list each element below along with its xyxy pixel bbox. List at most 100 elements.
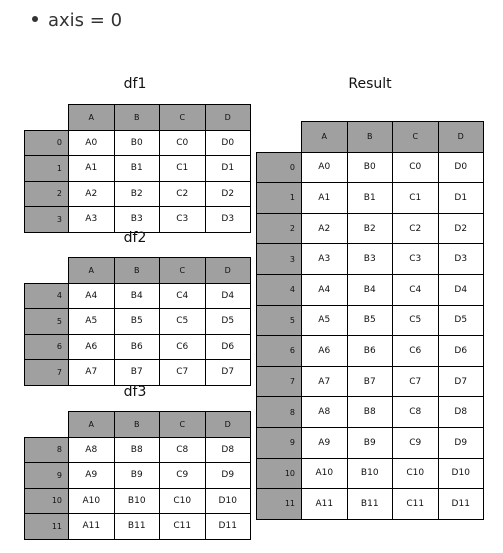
table-cell: C9 <box>392 427 439 459</box>
column-header: B <box>113 104 160 131</box>
table-cell: A1 <box>301 182 348 214</box>
table-cell: A9 <box>68 462 115 489</box>
table-cell: B11 <box>113 513 160 540</box>
table-cell: C5 <box>392 304 439 337</box>
table-cell: D4 <box>204 282 251 309</box>
table-cell: C4 <box>159 282 206 309</box>
table-cell: D11 <box>437 488 484 520</box>
table-cell: D6 <box>437 335 484 367</box>
table-cell: B5 <box>346 304 393 337</box>
result-title: Result <box>348 76 392 92</box>
table-cell: C8 <box>392 396 439 428</box>
row-index: 9 <box>256 427 302 459</box>
table-cell: A2 <box>68 180 115 207</box>
table-cell: B4 <box>346 274 393 306</box>
table-cell: B10 <box>113 487 160 514</box>
column-header: C <box>159 257 206 284</box>
table-cell: A2 <box>301 212 348 245</box>
table-cell: D2 <box>437 212 484 245</box>
table-cell: D4 <box>437 274 484 306</box>
table-cell: A5 <box>301 304 348 337</box>
column-header: A <box>68 257 115 284</box>
table-cell: A8 <box>68 436 115 463</box>
row-index: 10 <box>256 457 302 490</box>
table-cell: A3 <box>68 206 115 233</box>
row-index: 11 <box>24 513 69 540</box>
table-cell: A11 <box>68 513 115 540</box>
df2-title: df2 <box>123 230 147 246</box>
table-cell: B2 <box>113 180 160 207</box>
column-header: A <box>301 121 348 153</box>
table-cell: A4 <box>301 274 348 306</box>
table-cell: C11 <box>159 513 206 540</box>
df1-title: df1 <box>123 76 147 92</box>
table-cell: C10 <box>392 457 439 490</box>
header-corner <box>24 257 68 283</box>
row-index: 7 <box>256 365 302 398</box>
table-cell: A3 <box>301 243 348 275</box>
df3-title: df3 <box>123 384 147 400</box>
row-index: 3 <box>256 243 302 275</box>
table-cell: A5 <box>68 308 115 335</box>
table-cell: D10 <box>204 487 251 514</box>
table-cell: B3 <box>346 243 393 275</box>
table-cell: B10 <box>346 457 393 490</box>
table-cell: A7 <box>68 359 115 386</box>
table-cell: C9 <box>159 462 206 489</box>
table-cell: A10 <box>301 457 348 490</box>
table-cell: A9 <box>301 427 348 459</box>
row-index: 1 <box>256 182 302 214</box>
column-header: C <box>159 411 206 438</box>
caption-text: axis = 0 <box>48 10 123 31</box>
table-cell: C7 <box>159 359 206 386</box>
table-cell: B8 <box>113 436 160 463</box>
table-cell: C2 <box>159 180 206 207</box>
table-cell: D7 <box>204 359 251 386</box>
column-header: C <box>159 104 206 131</box>
column-header: A <box>68 104 115 131</box>
row-index: 6 <box>256 335 302 367</box>
row-index: 4 <box>24 282 69 309</box>
table-cell: D8 <box>437 396 484 428</box>
table-cell: A8 <box>301 396 348 428</box>
row-index: 10 <box>24 487 69 514</box>
row-index: 6 <box>24 333 69 360</box>
row-index: 2 <box>256 212 302 245</box>
table-cell: D0 <box>204 129 251 156</box>
table-cell: C7 <box>392 365 439 398</box>
row-index: 8 <box>256 396 302 428</box>
table-cell: B1 <box>346 182 393 214</box>
table-cell: B6 <box>346 335 393 367</box>
row-index: 9 <box>24 462 69 489</box>
table-cell: B8 <box>346 396 393 428</box>
table-cell: A10 <box>68 487 115 514</box>
column-header: B <box>113 257 160 284</box>
table-cell: B11 <box>346 488 393 520</box>
caption: axis = 0 <box>32 10 122 31</box>
table-cell: D7 <box>437 365 484 398</box>
table-cell: D9 <box>204 462 251 489</box>
header-corner <box>24 411 68 437</box>
column-header: D <box>204 411 251 438</box>
table-cell: D1 <box>437 182 484 214</box>
column-header: C <box>392 121 439 153</box>
row-index: 1 <box>24 155 69 182</box>
table-cell: D2 <box>204 180 251 207</box>
table-cell: A7 <box>301 365 348 398</box>
row-index: 11 <box>256 488 302 520</box>
row-index: 3 <box>24 206 69 233</box>
table-cell: D3 <box>204 206 251 233</box>
table-cell: D5 <box>204 308 251 335</box>
table-cell: D9 <box>437 427 484 459</box>
table-cell: B4 <box>113 282 160 309</box>
table-cell: D0 <box>437 151 484 184</box>
table-cell: C11 <box>392 488 439 520</box>
row-index: 8 <box>24 436 69 463</box>
column-header: D <box>437 121 484 153</box>
table-cell: C8 <box>159 436 206 463</box>
table-cell: C2 <box>392 212 439 245</box>
